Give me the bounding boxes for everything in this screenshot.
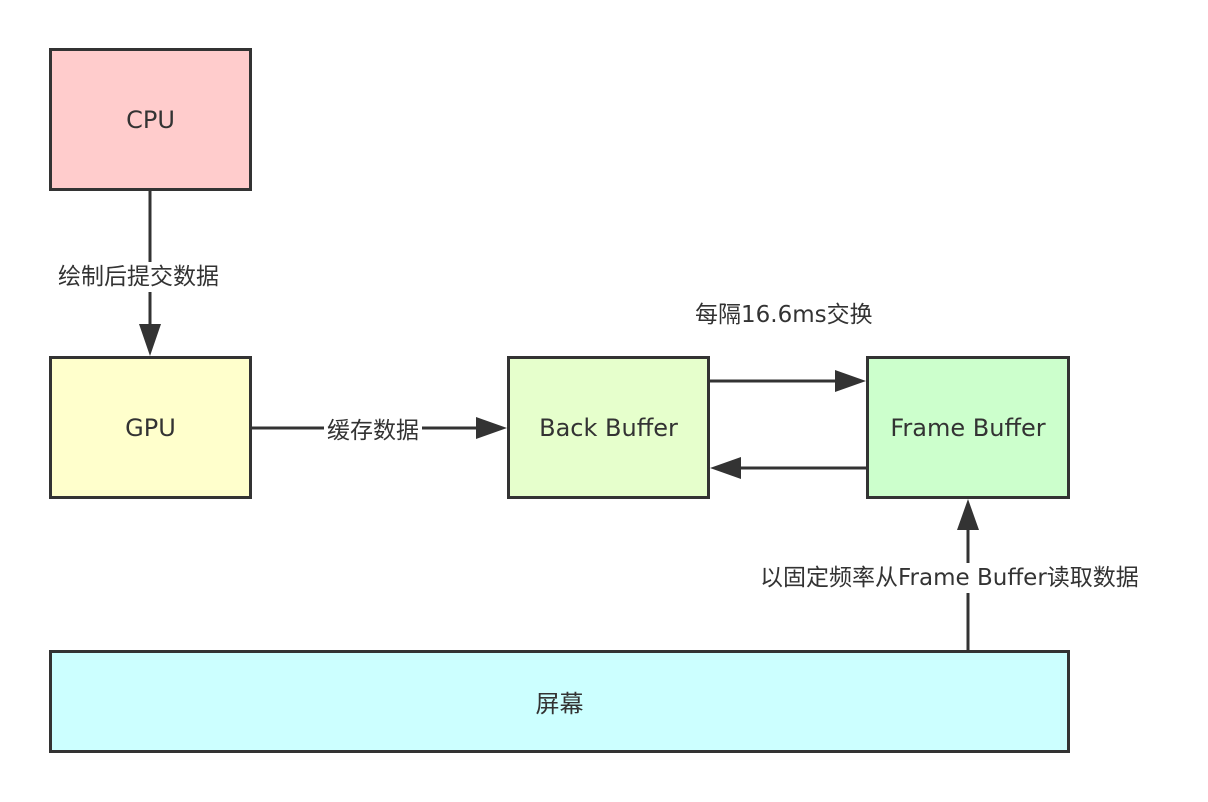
arrowhead-icon [139,324,161,356]
edge-label-swap: 每隔16.6ms交换 [695,302,873,328]
cpu-node-label: CPU [126,105,175,134]
gpu-node: GPU [49,356,252,499]
edge-back-to-frame [710,370,866,392]
back-buffer-node-label: Back Buffer [539,413,678,442]
screen-node: 屏幕 [49,650,1070,753]
frame-buffer-node-label: Frame Buffer [890,413,1046,442]
arrowhead-icon [710,457,741,479]
edge-label-submit: 绘制后提交数据 [55,262,222,292]
frame-buffer-node: Frame Buffer [866,356,1070,499]
arrowhead-icon [476,417,507,439]
back-buffer-node: Back Buffer [507,356,710,499]
gpu-node-label: GPU [125,413,176,442]
screen-node-label: 屏幕 [535,690,584,718]
arrowhead-icon [957,499,979,530]
cpu-node: CPU [49,48,252,191]
edge-cpu-to-gpu [139,191,161,356]
arrowhead-icon [835,370,866,392]
edge-label-cache: 缓存数据 [324,416,422,446]
edge-frame-to-back [710,457,866,479]
edge-label-read: 以固定频率从Frame Buffer读取数据 [757,563,1142,593]
